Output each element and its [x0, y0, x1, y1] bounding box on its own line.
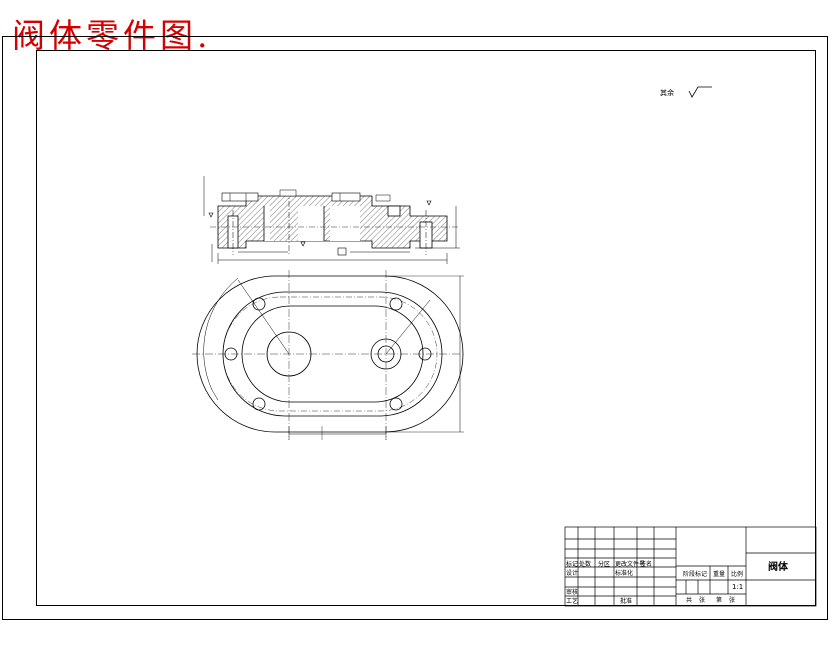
tb-label-mark: 标记	[566, 561, 579, 568]
tb-label-sheet-no: 第	[716, 597, 723, 604]
tb-label-count: 处数	[579, 561, 592, 568]
tb-label-standardization: 标准化	[615, 570, 634, 577]
tb-label-signature: 签名	[640, 561, 653, 568]
page-title: 阀体零件图.	[12, 16, 212, 55]
plan-view	[192, 270, 464, 440]
drawing-inner-border	[36, 50, 816, 606]
tb-label-zone: 分区	[598, 561, 611, 568]
tb-label-change-doc: 更改文件号	[615, 561, 646, 568]
tb-label-sheet-2: 张	[729, 597, 736, 604]
title-block-grid	[564, 526, 817, 607]
roughness-symbol	[688, 86, 712, 98]
tb-label-stage-mark: 阶段标记	[683, 571, 708, 578]
tb-label-process: 工艺	[566, 598, 579, 605]
tb-part-name: 阀体	[768, 562, 788, 573]
drawing-outer-border	[2, 36, 828, 620]
tb-label-sheet-total: 共	[686, 597, 693, 604]
surface-roughness-note: 其余	[660, 89, 674, 97]
tb-label-approve: 批准	[620, 598, 633, 605]
section-view	[203, 176, 460, 264]
tb-label-design: 设计	[566, 570, 579, 577]
tb-label-scale: 比例	[731, 571, 744, 578]
tb-label-weight: 重量	[713, 571, 726, 578]
tb-label-sheet: 张	[699, 597, 706, 604]
tb-label-review: 审核	[566, 589, 579, 596]
tb-scale-value: 1:1	[732, 583, 744, 591]
